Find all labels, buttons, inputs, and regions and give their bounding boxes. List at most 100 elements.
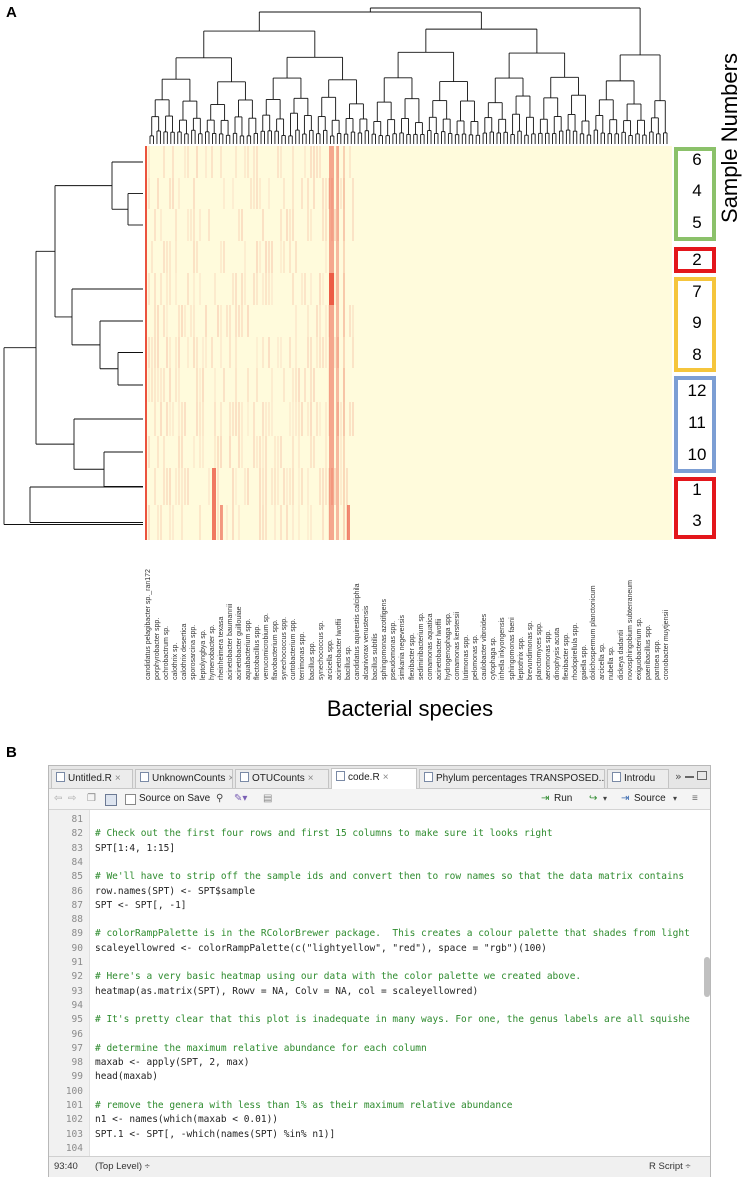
heatmap-cell (295, 305, 297, 337)
code-line[interactable]: 96 (49, 1027, 710, 1042)
tab-3[interactable]: code.R× (331, 768, 417, 789)
code-line[interactable]: 101# remove the genera with less than 1%… (49, 1098, 710, 1113)
heatmap-cell (193, 241, 195, 273)
species-label: arcicella spp. (326, 639, 334, 680)
heatmap-cell (328, 468, 330, 505)
heatmap-cell (325, 468, 327, 505)
code-line[interactable]: 92# Here's a very basic heatmap using ou… (49, 969, 710, 984)
close-tab-icon[interactable]: × (307, 773, 314, 784)
forward-icon[interactable]: ⇨ (68, 793, 77, 804)
minimize-pane-icon[interactable] (685, 776, 694, 778)
code-line[interactable]: 81 (49, 812, 710, 827)
line-text: # determine the maximum relative abundan… (95, 1042, 427, 1054)
heatmap-cell (250, 178, 252, 209)
species-label: comamonas kerstersii (453, 611, 461, 680)
rerun-icon[interactable]: ↪ (589, 793, 598, 804)
heatmap-cell (283, 468, 285, 505)
heatmap-cell (220, 505, 223, 540)
heatmap-cell (187, 337, 189, 368)
close-tab-icon[interactable]: × (382, 772, 389, 783)
line-number: 104 (65, 1142, 83, 1154)
code-line[interactable]: 97# determine the maximum relative abund… (49, 1041, 710, 1056)
maximize-pane-icon[interactable] (697, 771, 707, 780)
code-line[interactable]: 82# Check out the first four rows and fi… (49, 826, 710, 841)
species-label: aquabacterium spp. (244, 618, 252, 680)
back-icon[interactable]: ⇦ (54, 793, 63, 804)
rerun-dropdown-icon[interactable]: ▾ (603, 794, 608, 803)
code-line[interactable]: 95# It's pretty clear that this plot is … (49, 1012, 710, 1027)
tab-0[interactable]: Untitled.R× (51, 769, 133, 788)
code-line[interactable]: 91 (49, 955, 710, 970)
heatmap-cell (343, 368, 345, 402)
run-icon[interactable]: ⇥ (541, 793, 550, 804)
species-label: acinetobacter guillouiae (235, 606, 243, 680)
heatmap-cell (343, 468, 345, 505)
heatmap-cell (289, 209, 291, 241)
vertical-scrollbar-thumb[interactable] (704, 957, 710, 997)
heatmap-cell (336, 146, 339, 178)
heatmap-cell (292, 368, 294, 402)
heatmap-cell (241, 273, 243, 305)
close-tab-icon[interactable]: × (114, 773, 121, 784)
scope-selector[interactable]: (Top Level) ÷ (95, 1161, 150, 1172)
heatmap-cell (336, 468, 339, 505)
compile-report-icon[interactable]: ▤ (263, 793, 273, 804)
sample-number: 12 (687, 381, 707, 400)
code-line[interactable]: 88 (49, 912, 710, 927)
run-button[interactable]: Run (554, 793, 573, 804)
heatmap-cell (226, 505, 228, 540)
source-icon[interactable]: ⇥ (621, 793, 630, 804)
save-icon[interactable] (105, 794, 117, 806)
species-label: porphyrobacter spp. (154, 617, 162, 680)
code-tools-wand-icon[interactable]: ✎▾ (234, 793, 248, 804)
heatmap-cell (175, 368, 177, 402)
heatmap-cell (307, 178, 309, 209)
outline-icon[interactable]: ≡ (692, 793, 698, 804)
heatmap-cell (247, 368, 249, 402)
heatmap-cell (319, 402, 321, 436)
source-on-save-checkbox[interactable] (125, 794, 136, 805)
heatmap-cell (157, 305, 159, 337)
species-label: candidatus pelagibacter sp._ran172 (145, 569, 152, 680)
tab-overflow-icon[interactable]: » (675, 770, 682, 783)
search-icon[interactable]: ⚲ (216, 793, 224, 804)
heatmap-cell (166, 402, 168, 436)
sample-number: 6 (692, 150, 702, 169)
heatmap-cell (313, 178, 315, 209)
heatmap-cell (289, 337, 291, 368)
heatmap-cell (178, 337, 180, 368)
file-icon (612, 772, 621, 782)
code-line[interactable]: 89# colorRampPalette is in the RColorBre… (49, 926, 710, 941)
tab-2[interactable]: OTUCounts× (235, 769, 329, 788)
heatmap-cell (336, 241, 339, 273)
source-button[interactable]: Source (634, 793, 666, 804)
tab-5[interactable]: Introdu (607, 769, 669, 788)
close-tab-icon[interactable]: × (228, 773, 232, 784)
show-in-window-icon[interactable]: ❐ (87, 793, 96, 804)
heatmap-cell (343, 368, 345, 402)
heatmap-cell (283, 241, 285, 273)
tab-4[interactable]: Phylum percentages TRANSPOSED....× (419, 769, 605, 788)
heatmap-cell (336, 337, 339, 368)
heatmap-cell (175, 241, 177, 273)
tab-1[interactable]: UnknownCounts× (135, 769, 233, 788)
code-line[interactable]: 85# We'll have to strip off the sample i… (49, 869, 710, 884)
heatmap-cell (310, 505, 312, 540)
code-line[interactable]: 104 (49, 1141, 710, 1156)
file-type-selector[interactable]: R Script ÷ (649, 1161, 691, 1172)
code-line[interactable]: 100 (49, 1084, 710, 1099)
heatmap-cell (346, 468, 348, 505)
code-line[interactable]: 94 (49, 998, 710, 1013)
code-line[interactable]: 84 (49, 855, 710, 870)
source-dropdown-icon[interactable]: ▾ (673, 794, 678, 803)
